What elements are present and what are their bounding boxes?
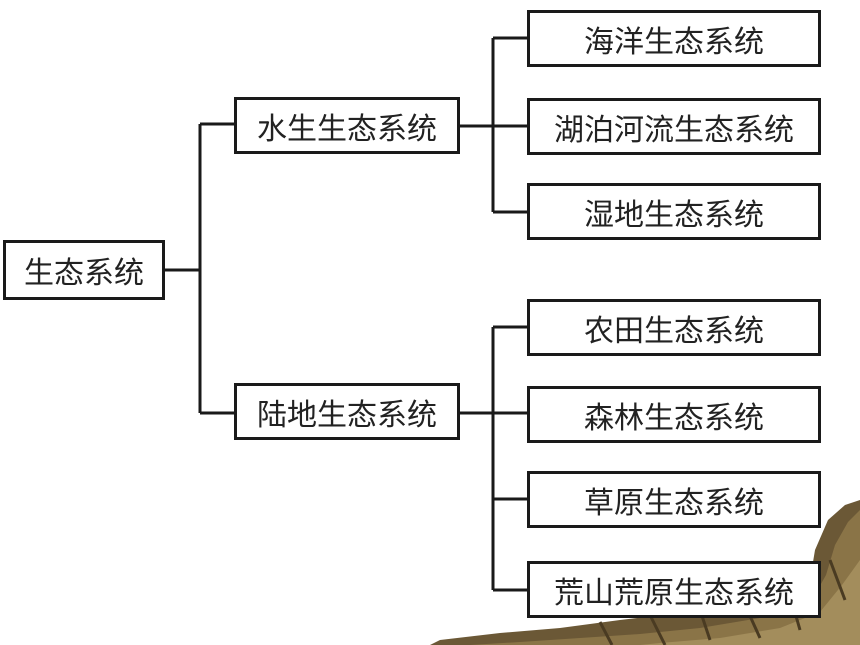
leaf-node-wasteland: 荒山荒原生态系统 bbox=[527, 561, 821, 618]
leaf-node-grassland: 草原生态系统 bbox=[527, 471, 821, 528]
leaf-node-lake-river: 湖泊河流生态系统 bbox=[527, 98, 821, 155]
leaf-node-farmland: 农田生态系统 bbox=[527, 299, 821, 356]
leaf-node-marine: 海洋生态系统 bbox=[527, 10, 821, 67]
leaf-node-wetland: 湿地生态系统 bbox=[527, 183, 821, 240]
root-node: 生态系统 bbox=[3, 240, 165, 300]
tree-connectors bbox=[165, 36, 527, 592]
leaf-node-forest: 森林生态系统 bbox=[527, 386, 821, 443]
branch-node-terrestrial: 陆地生态系统 bbox=[234, 383, 460, 440]
branch-node-aquatic: 水生生态系统 bbox=[234, 97, 460, 154]
